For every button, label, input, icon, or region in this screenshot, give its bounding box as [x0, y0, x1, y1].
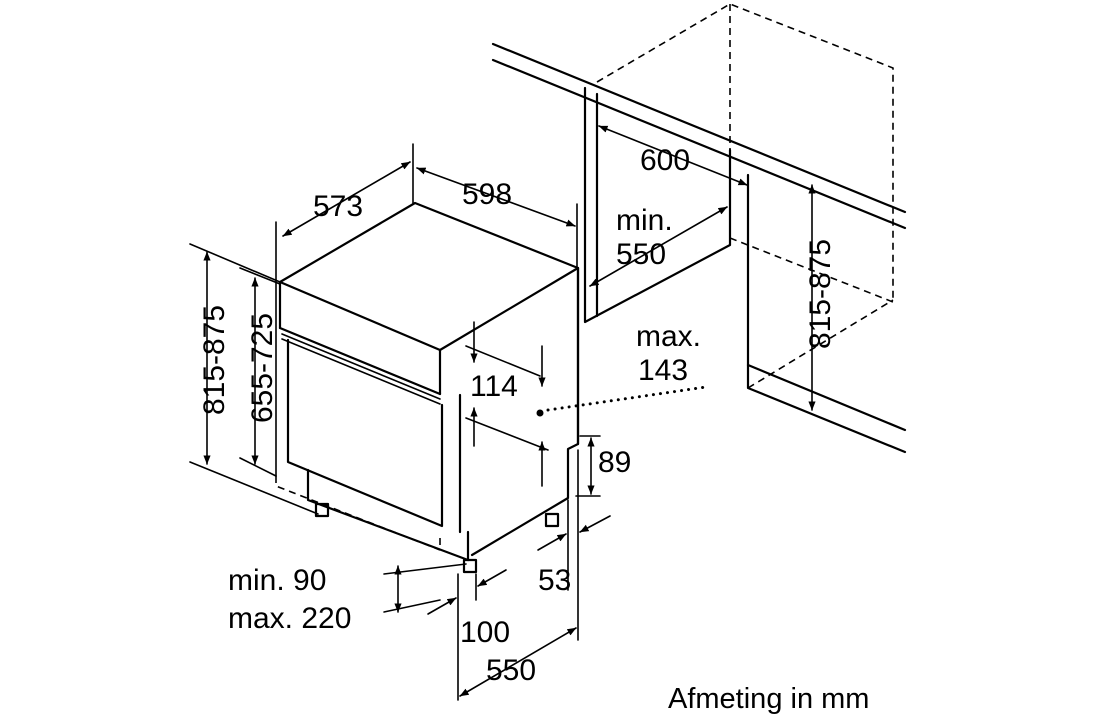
- label-max: max.: [636, 320, 701, 353]
- label-width-598: 598: [462, 178, 512, 211]
- dimension-lines: [189, 125, 816, 701]
- dimension-labels: 573 598 600 min. 550 815-875 655-725 114…: [198, 144, 869, 715]
- label-depth-573: 573: [313, 190, 363, 223]
- label-panel-114: 114: [470, 370, 518, 403]
- label-foot-53: 53: [538, 564, 571, 597]
- label-height-815-875-left: 815-875: [198, 305, 231, 415]
- units-caption: Afmeting in mm: [668, 683, 869, 715]
- label-max-143: 143: [638, 354, 688, 387]
- label-plinth-min-90: min. 90: [228, 564, 326, 597]
- label-niche-height-815-875: 815-875: [804, 239, 837, 349]
- label-niche-depth-550: 550: [616, 238, 666, 271]
- label-foot-100: 100: [460, 616, 510, 649]
- dishwasher-body: [275, 201, 580, 574]
- niche-cabinet: [491, 3, 907, 454]
- label-height-655-725: 655-725: [246, 313, 279, 423]
- label-niche-depth-min: min.: [616, 204, 673, 237]
- label-niche-width-600: 600: [640, 144, 690, 177]
- label-depth-550-bottom: 550: [486, 654, 536, 687]
- label-plinth-89: 89: [598, 446, 631, 479]
- label-plinth-max-220: max. 220: [228, 602, 351, 635]
